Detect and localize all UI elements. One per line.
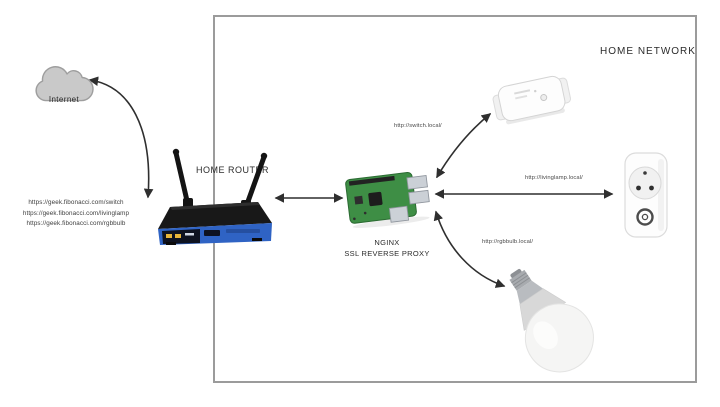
home-network-boundary (213, 15, 697, 383)
public-url-rgbbulb: https://geek.fibonacci.com/rgbbulb (26, 220, 126, 228)
home-router-label: HOME ROUTER (196, 165, 269, 175)
switch-local-url: http://switch.local/ (394, 123, 442, 129)
raspberry-pi-image (341, 163, 435, 231)
nginx-proxy-name: NGINX (374, 238, 400, 247)
nginx-proxy-role: SSL REVERSE PROXY (344, 248, 430, 258)
public-url-livinglamp: https://geek.fibonacci.com/livinglamp (22, 209, 130, 217)
internet-router-arrow (88, 76, 154, 199)
public-url-switch: https://geek.fibonacci.com/switch (28, 199, 124, 206)
nginx-proxy-label: NGINX SSL REVERSE PROXY (336, 238, 438, 259)
rgbbulb-local-url: http://rgbbulb.local/ (482, 239, 534, 245)
home-router-image (156, 143, 274, 247)
internet-label: Internet (48, 95, 80, 104)
public-url-list: https://geek.fibonacci.com/switch https:… (10, 198, 142, 230)
smart-socket-image (622, 151, 670, 239)
livinglamp-local-url: http://livinglamp.local/ (525, 175, 583, 181)
internet-cloud-icon (26, 60, 98, 108)
smart-bulb-image (494, 260, 598, 376)
smart-switch-image (485, 62, 580, 138)
home-network-title: HOME NETWORK (600, 46, 696, 57)
